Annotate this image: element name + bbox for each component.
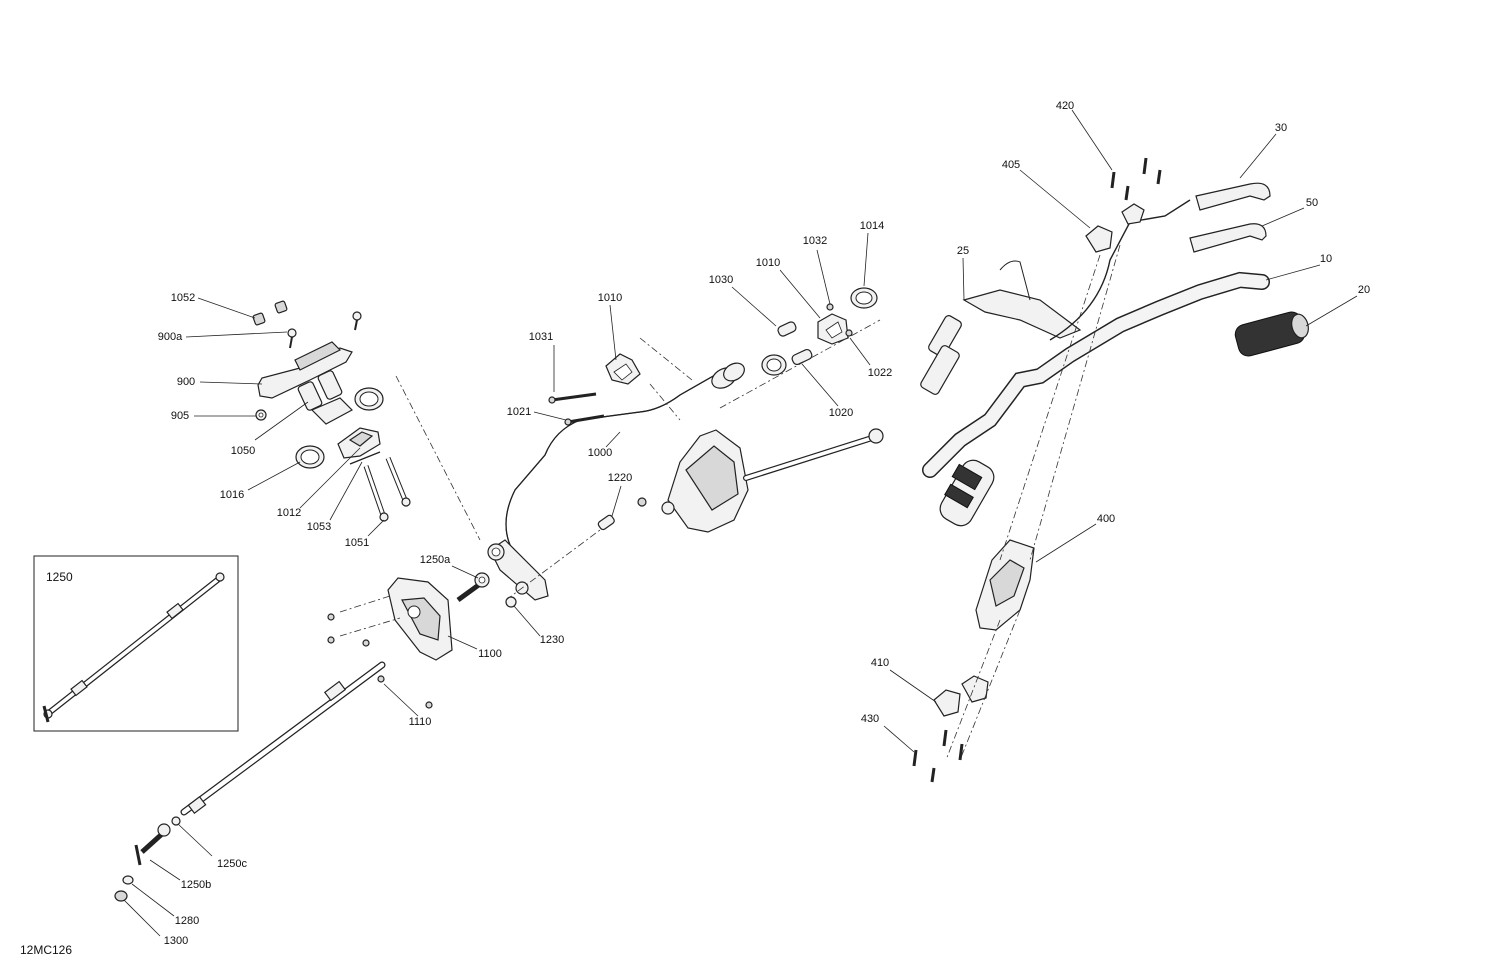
tie-rod-1250 — [114, 572, 517, 902]
callout-50: 50 — [1305, 197, 1319, 209]
callout-1250a: 1250a — [419, 554, 451, 566]
callout-25: 25 — [956, 245, 970, 257]
callout-905: 905 — [170, 410, 190, 422]
callout-1012: 1012 — [276, 507, 302, 519]
callout-1020: 1020 — [828, 407, 854, 419]
assembly-dash-lines — [339, 244, 1121, 761]
callout-30: 30 — [1274, 122, 1288, 134]
callout-1220: 1220 — [607, 472, 633, 484]
callout-20: 20 — [1357, 284, 1371, 296]
callout-1110: 1110 — [408, 716, 432, 728]
callout-410: 410 — [870, 657, 890, 669]
callout-1030: 1030 — [708, 274, 734, 286]
column-clamp-left — [548, 353, 641, 426]
inset-title: 1250 — [46, 570, 73, 584]
diagram-code: 12MC126 — [20, 943, 73, 957]
inset-tie-rod — [42, 572, 225, 723]
leader-lines — [123, 109, 1358, 937]
callout-1016: 1016 — [219, 489, 245, 501]
callout-900a: 900a — [157, 331, 183, 343]
callout-1051: 1051 — [344, 537, 370, 549]
callout-1032: 1032 — [802, 235, 828, 247]
steering-arm-cover — [597, 428, 884, 533]
callout-1280: 1280 — [174, 915, 200, 927]
inset-tie-rod-assembly — [33, 555, 239, 732]
steering-column — [487, 362, 745, 601]
callout-1052: 1052 — [170, 292, 196, 304]
handlebar-clamp-upper-group — [252, 300, 411, 522]
callout-1250b: 1250b — [180, 879, 212, 891]
callout-1100: 1100 — [478, 648, 502, 660]
callout-1021: 1021 — [506, 406, 532, 418]
callout-900: 900 — [176, 376, 196, 388]
callout-10: 10 — [1319, 253, 1333, 265]
column-lower-cover — [327, 577, 453, 709]
callout-405: 405 — [1001, 159, 1021, 171]
callout-1230: 1230 — [539, 634, 565, 646]
callout-430: 430 — [860, 713, 880, 725]
column-clamp-right-group — [761, 287, 878, 376]
callout-420: 420 — [1055, 100, 1075, 112]
callout-1300: 1300 — [163, 935, 189, 947]
callout-1250c: 1250c — [217, 858, 247, 870]
callout-1050: 1050 — [230, 445, 256, 457]
callout-1031: 1031 — [528, 331, 554, 343]
handlebar-assembly — [912, 157, 1309, 783]
callout-400: 400 — [1096, 513, 1116, 525]
callout-1010-left: 1010 — [597, 292, 623, 304]
callout-1000: 1000 — [587, 447, 613, 459]
callout-1014: 1014 — [859, 220, 885, 232]
callout-1053: 1053 — [306, 521, 332, 533]
callout-1010-right: 1010 — [755, 257, 781, 269]
callout-1022: 1022 — [867, 367, 893, 379]
